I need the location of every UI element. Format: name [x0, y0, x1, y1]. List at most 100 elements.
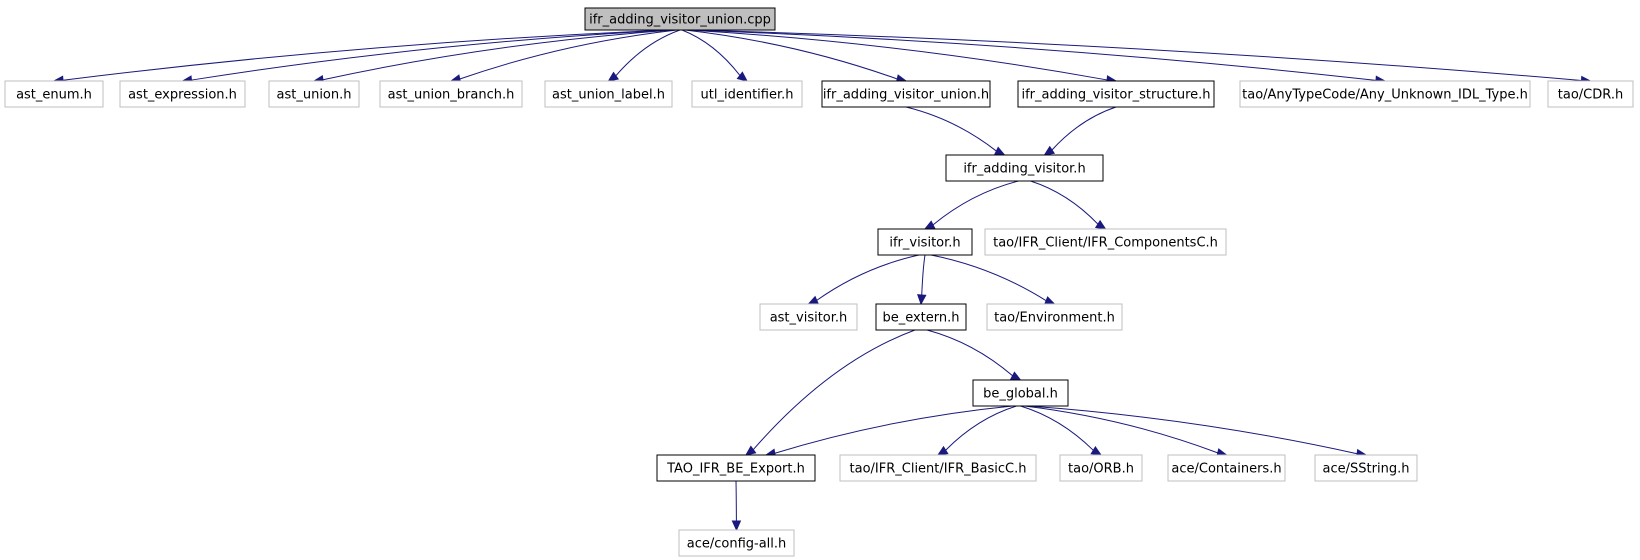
edge-root-to-cdr: [691, 29, 1582, 81]
edge-be-global-to-tao-ifr-be-export: [774, 405, 1013, 454]
node-box: [759, 303, 858, 331]
arrowhead-tao-ifr-be-export: [745, 445, 757, 456]
node-ifr-visitor[interactable]: ifr_visitor.h: [877, 228, 973, 256]
arrowhead-ifr-adding-visitor: [993, 146, 1006, 156]
node-ifr-structure-h[interactable]: ifr_adding_visitor_structure.h: [1017, 80, 1215, 108]
node-label: ast_expression.h: [128, 88, 237, 103]
arrowhead-environment: [1043, 296, 1056, 305]
node-label: be_extern.h: [882, 311, 959, 326]
node-label: ast_union_branch.h: [388, 88, 515, 103]
node-containers: ace/Containers.h: [1167, 454, 1286, 482]
arrowhead-ifr-basicc: [936, 445, 949, 456]
node-label: be_global.h: [983, 387, 1058, 402]
node-environment: tao/Environment.h: [986, 303, 1123, 331]
node-box: [986, 303, 1123, 331]
edge-be-global-to-ifr-basicc: [945, 405, 1017, 451]
node-box: [1547, 80, 1634, 108]
node-label: ifr_adding_visitor_structure.h: [1021, 88, 1210, 103]
edge-be-global-to-orb: [1020, 405, 1094, 451]
edge-root-to-ifr-structure-h: [687, 29, 1108, 81]
node-box: [877, 228, 973, 256]
node-box: [821, 80, 991, 108]
node-ifr-basicc: tao/IFR_Client/IFR_BasicC.h: [839, 454, 1037, 482]
node-ast-union-branch: ast_union_branch.h: [379, 80, 523, 108]
node-box: [945, 154, 1104, 182]
edge-ifr-union-h-to-ifr-adding-visitor: [905, 106, 997, 152]
node-root[interactable]: ifr_adding_visitor_union.cpp: [584, 7, 776, 31]
node-box: [875, 303, 967, 331]
node-box: [691, 80, 803, 108]
node-label: ifr_adding_visitor_union.cpp: [589, 13, 771, 28]
node-label: utl_identifier.h: [701, 88, 794, 103]
node-box: [1017, 80, 1215, 108]
edge-root-to-ifr-union-h: [684, 29, 898, 80]
node-box: [379, 80, 523, 108]
node-box: [1314, 454, 1418, 482]
node-any-unknown: tao/AnyTypeCode/Any_Unknown_IDL_Type.h: [1239, 80, 1531, 108]
edge-ifr-visitor-to-be-extern: [921, 254, 926, 296]
edge-root-to-utl-identifier: [681, 29, 741, 76]
node-box: [678, 529, 795, 557]
node-box: [4, 80, 104, 108]
node-label: ace/config-all.h: [687, 537, 787, 552]
node-box: [544, 80, 673, 108]
node-box: [268, 80, 360, 108]
edge-ifr-adding-visitor-to-ifr-componentsc: [1030, 180, 1099, 225]
edge-root-to-ast-enum: [62, 29, 671, 81]
node-box: [1239, 80, 1531, 108]
node-label: tao/Environment.h: [994, 311, 1115, 326]
node-box: [656, 454, 816, 482]
arrowhead-ast-union-label: [607, 71, 620, 82]
node-label: TAO_IFR_BE_Export.h: [666, 462, 805, 477]
arrowhead-ifr-adding-visitor: [1043, 145, 1056, 156]
node-box: [839, 454, 1037, 482]
node-label: ifr_adding_visitor.h: [963, 162, 1085, 177]
edge-ifr-structure-h-to-ifr-adding-visitor: [1051, 106, 1117, 151]
node-box: [119, 80, 246, 108]
node-ast-expression: ast_expression.h: [119, 80, 246, 108]
node-box: [1059, 454, 1143, 482]
edge-root-to-ast-union: [322, 29, 675, 81]
edge-be-global-to-sstring: [1028, 405, 1358, 455]
edge-root-to-ast-union-branch: [459, 29, 678, 80]
node-config-all: ace/config-all.h: [678, 529, 795, 557]
node-label: ifr_adding_visitor_union.h: [823, 88, 989, 103]
edge-ifr-visitor-to-environment: [930, 254, 1047, 302]
node-utl-identifier: utl_identifier.h: [691, 80, 803, 108]
node-ifr-adding-visitor[interactable]: ifr_adding_visitor.h: [945, 154, 1104, 182]
edge-be-extern-to-tao-ifr-be-export: [752, 329, 916, 450]
node-cdr: tao/CDR.h: [1547, 80, 1634, 108]
node-label: tao/AnyTypeCode/Any_Unknown_IDL_Type.h: [1242, 88, 1528, 103]
edge-root-to-any-unknown: [689, 29, 1377, 81]
node-label: ast_union.h: [277, 88, 352, 103]
node-label: ast_visitor.h: [770, 311, 848, 326]
node-label: tao/IFR_Client/IFR_ComponentsC.h: [993, 236, 1218, 251]
edge-be-global-to-containers: [1024, 405, 1218, 454]
edge-be-extern-to-be-global: [926, 329, 1013, 377]
node-label: ace/SString.h: [1323, 462, 1410, 477]
node-ast-enum: ast_enum.h: [4, 80, 104, 108]
arrowhead-be-global: [1009, 371, 1022, 381]
node-ifr-componentsc: tao/IFR_Client/IFR_ComponentsC.h: [984, 228, 1227, 256]
node-ast-visitor: ast_visitor.h: [759, 303, 858, 331]
arrowhead-be-extern: [917, 294, 927, 306]
node-box: [584, 7, 776, 31]
arrowhead-ifr-componentsc: [1094, 219, 1107, 230]
node-ast-union-label: ast_union_label.h: [544, 80, 673, 108]
edge-ifr-adding-visitor-to-ifr-visitor: [932, 180, 1019, 226]
node-label: ast_enum.h: [16, 88, 92, 103]
node-box: [972, 379, 1069, 407]
node-ast-union: ast_union.h: [268, 80, 360, 108]
node-sstring: ace/SString.h: [1314, 454, 1418, 482]
node-box: [984, 228, 1227, 256]
node-ifr-union-h[interactable]: ifr_adding_visitor_union.h: [821, 80, 991, 108]
node-tao-ifr-be-export[interactable]: TAO_IFR_BE_Export.h: [656, 454, 816, 482]
arrowhead-orb: [1090, 445, 1103, 456]
node-label: ifr_visitor.h: [889, 236, 960, 251]
node-be-extern[interactable]: be_extern.h: [875, 303, 967, 331]
node-be-global[interactable]: be_global.h: [972, 379, 1069, 407]
node-orb: tao/ORB.h: [1059, 454, 1143, 482]
node-box: [1167, 454, 1286, 482]
arrowhead-config-all: [731, 520, 742, 532]
